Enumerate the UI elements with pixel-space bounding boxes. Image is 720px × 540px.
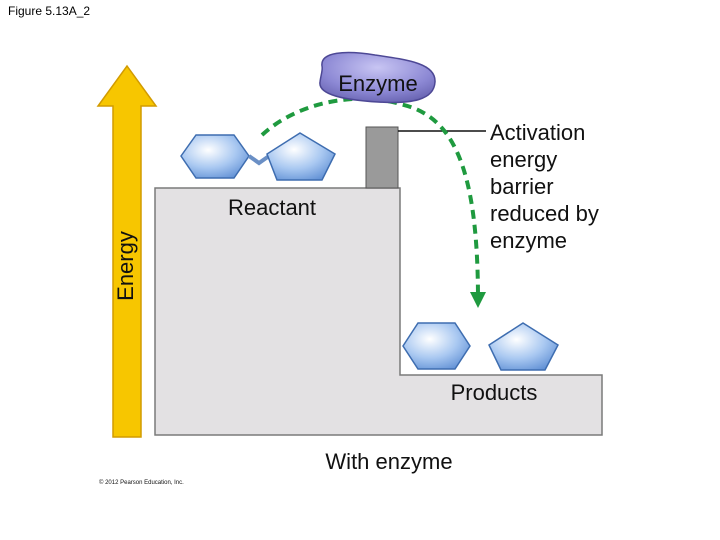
- reactant-pentagon-molecule: [266, 132, 336, 181]
- products-label: Products: [451, 380, 538, 405]
- diagram-caption: With enzyme: [325, 449, 452, 474]
- copyright-notice: © 2012 Pearson Education, Inc.: [99, 479, 184, 486]
- barrier-label-line: barrier: [490, 174, 554, 199]
- barrier-label-line: energy: [490, 147, 557, 172]
- reactant-bond: [247, 154, 271, 166]
- energy-axis-label: Energy: [113, 231, 138, 301]
- energy-level-platform: [154, 187, 603, 436]
- product-pentagon-molecule: [488, 322, 559, 371]
- activation-barrier-block: [365, 126, 399, 189]
- reactant-hexagon-molecule: [180, 134, 250, 179]
- barrier-label-line: enzyme: [490, 228, 567, 253]
- reaction-path-arrow: [260, 96, 486, 308]
- barrier-label-line: reduced by: [490, 201, 599, 226]
- product-hexagon-molecule: [402, 322, 471, 370]
- enzyme-label: Enzyme: [338, 71, 417, 96]
- enzyme-shape: [319, 51, 436, 104]
- figure-label: Figure 5.13A_2: [8, 4, 91, 18]
- barrier-label-line: Activation: [490, 120, 585, 145]
- energy-arrow: [96, 64, 158, 438]
- reactant-label: Reactant: [228, 195, 316, 220]
